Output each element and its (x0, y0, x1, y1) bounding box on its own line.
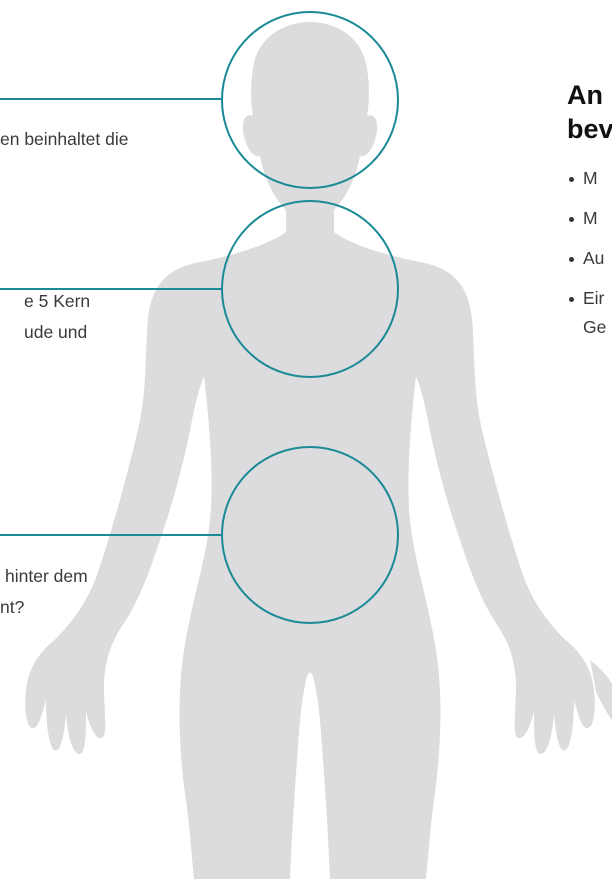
belly-callout-line-2: nt? (0, 592, 88, 623)
silhouette-body (25, 232, 595, 879)
list-item-text: Eir (583, 284, 612, 313)
bullet-dot-icon (569, 217, 574, 222)
bullet-dot-icon (569, 177, 574, 182)
panel-title-line-1: An (567, 78, 612, 112)
list-item-text: Au (583, 244, 612, 273)
chest-callout-line-2: ude und (0, 317, 90, 348)
chest-callout-text: e 5 Kern ude und (0, 286, 90, 348)
belly-callout-text: hinter dem nt? (0, 561, 88, 623)
head-callout-text: en beinhaltet die (0, 124, 128, 155)
panel-title: An bev (567, 78, 612, 146)
bullet-dot-icon (569, 297, 574, 302)
list-item: M (567, 164, 612, 193)
list-item: Au (567, 244, 612, 273)
belly-callout-line-1: hinter dem (0, 561, 88, 592)
list-item-text: M (583, 204, 612, 233)
panel-title-line-2: bev (567, 112, 612, 146)
right-panel: An bev M M Au Eir Ge (567, 78, 612, 353)
list-item-text-continued: Ge (583, 313, 612, 342)
list-item: M (567, 204, 612, 233)
head-callout-line-1: en beinhaltet die (0, 124, 128, 155)
list-item-text: M (583, 164, 612, 193)
bullet-dot-icon (569, 257, 574, 262)
silhouette-head (243, 22, 377, 244)
chest-callout-line-1: e 5 Kern (0, 286, 90, 317)
list-item: Eir Ge (567, 284, 612, 342)
bullet-list: M M Au Eir Ge (567, 164, 612, 342)
